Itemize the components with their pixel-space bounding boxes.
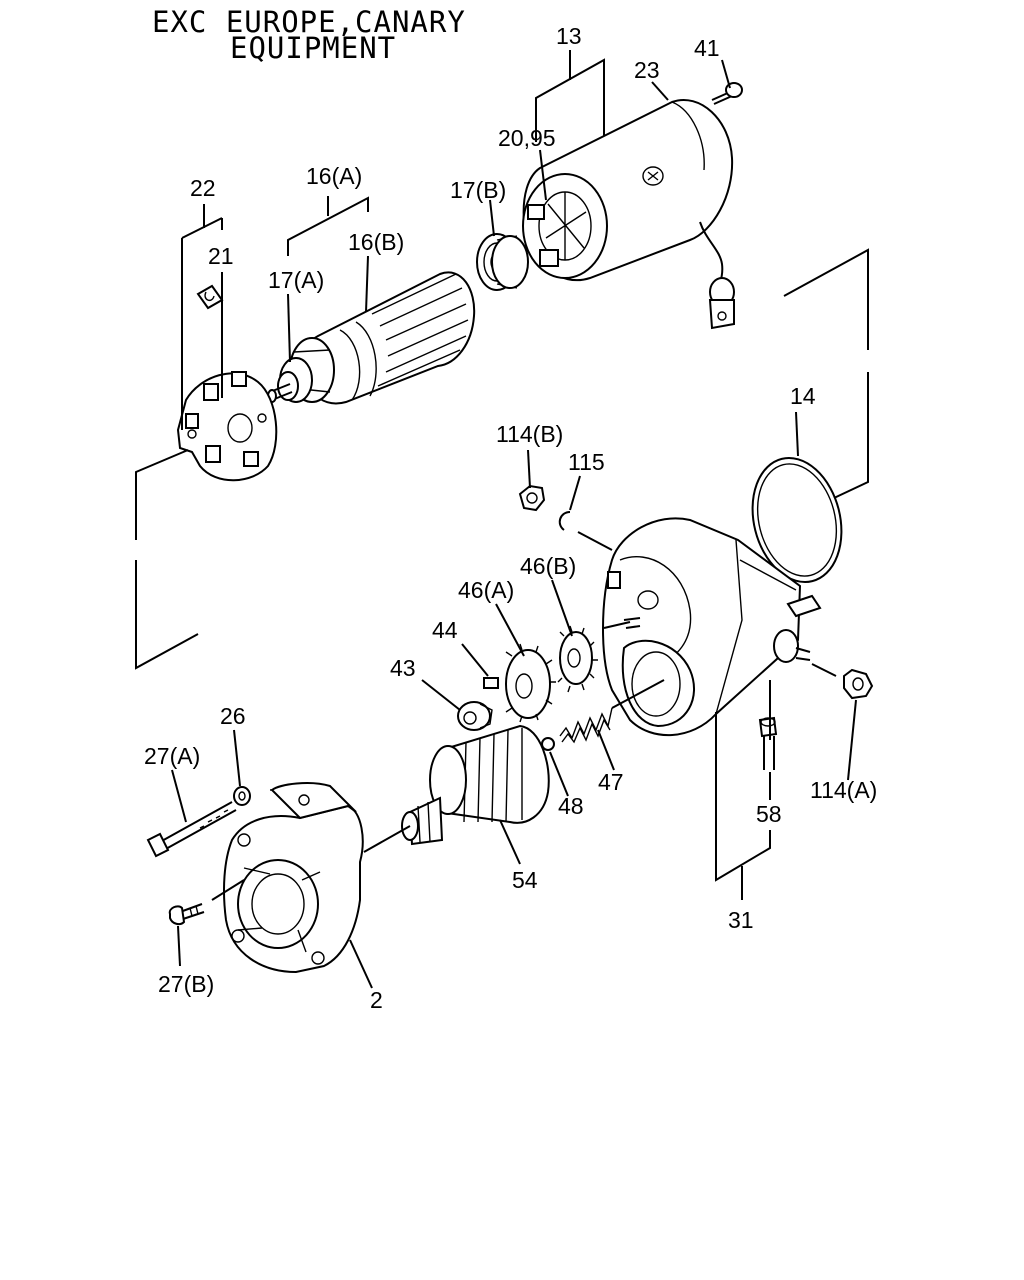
nut-114a-part (843, 668, 874, 700)
clip-115-part (558, 511, 571, 531)
callout-23: 23 (634, 57, 660, 83)
callout-14: 14 (790, 383, 816, 409)
callout-17b: 17(B) (450, 177, 506, 203)
callout-47: 47 (598, 769, 624, 795)
callout-27b: 27(B) (158, 971, 214, 997)
spring-47-part (559, 707, 613, 744)
callout-13: 13 (556, 23, 582, 49)
callout-16a: 16(A) (306, 163, 362, 189)
callout-46b: 46(B) (520, 553, 576, 579)
callout-115: 115 (568, 449, 605, 475)
callout-114a: 114(A) (810, 777, 877, 803)
callout-41: 41 (694, 35, 720, 61)
callout-17a: 17(A) (268, 267, 324, 293)
drive-housing-31-part (602, 517, 822, 737)
pinion-clutch-54-part (401, 724, 550, 846)
ball-48-part (541, 737, 555, 751)
callout-114b: 114(B) (496, 421, 563, 447)
armature-16-part (267, 271, 476, 405)
o-ring-14-part (751, 456, 843, 584)
yoke-assembly-part (522, 99, 735, 330)
bolt-27b-part (168, 903, 205, 926)
brush-holder-22-part (176, 371, 278, 482)
washer-26-part (233, 786, 251, 806)
gear-46a-part (505, 643, 556, 723)
header-line-1: EXC EUROPE,CANARY (152, 5, 466, 39)
callout-46a: 46(A) (458, 577, 514, 603)
callout-22: 22 (190, 175, 216, 201)
callout-26: 26 (220, 703, 246, 729)
callout-labels: 13 41 23 20,95 22 16(A) 17(B) 16(B) 21 1… (144, 23, 877, 1013)
callout-20-95: 20,95 (498, 125, 556, 151)
pin-44-part (483, 677, 499, 689)
header-line-2: EQUIPMENT (230, 31, 396, 65)
callout-2: 2 (370, 987, 383, 1013)
callout-44: 44 (432, 617, 458, 643)
bolt-58-part (758, 716, 778, 770)
retainer-43-part (457, 701, 493, 731)
front-housing-2-part (223, 782, 364, 974)
gear-46b-part (557, 625, 598, 693)
callout-58: 58 (756, 801, 782, 827)
leader-lines (135, 50, 869, 989)
spring-21-part (196, 284, 224, 310)
callout-43: 43 (390, 655, 416, 681)
callout-31: 31 (728, 907, 754, 933)
bolt-27a-part (146, 801, 237, 858)
callout-21: 21 (208, 243, 234, 269)
nut-114b-part (518, 484, 546, 512)
callout-54: 54 (512, 867, 538, 893)
screw-41-part (711, 82, 743, 105)
callout-16b: 16(B) (348, 229, 404, 255)
bearing-17b-part (476, 233, 529, 291)
callout-48: 48 (558, 793, 584, 819)
callout-27a: 27(A) (144, 743, 200, 769)
